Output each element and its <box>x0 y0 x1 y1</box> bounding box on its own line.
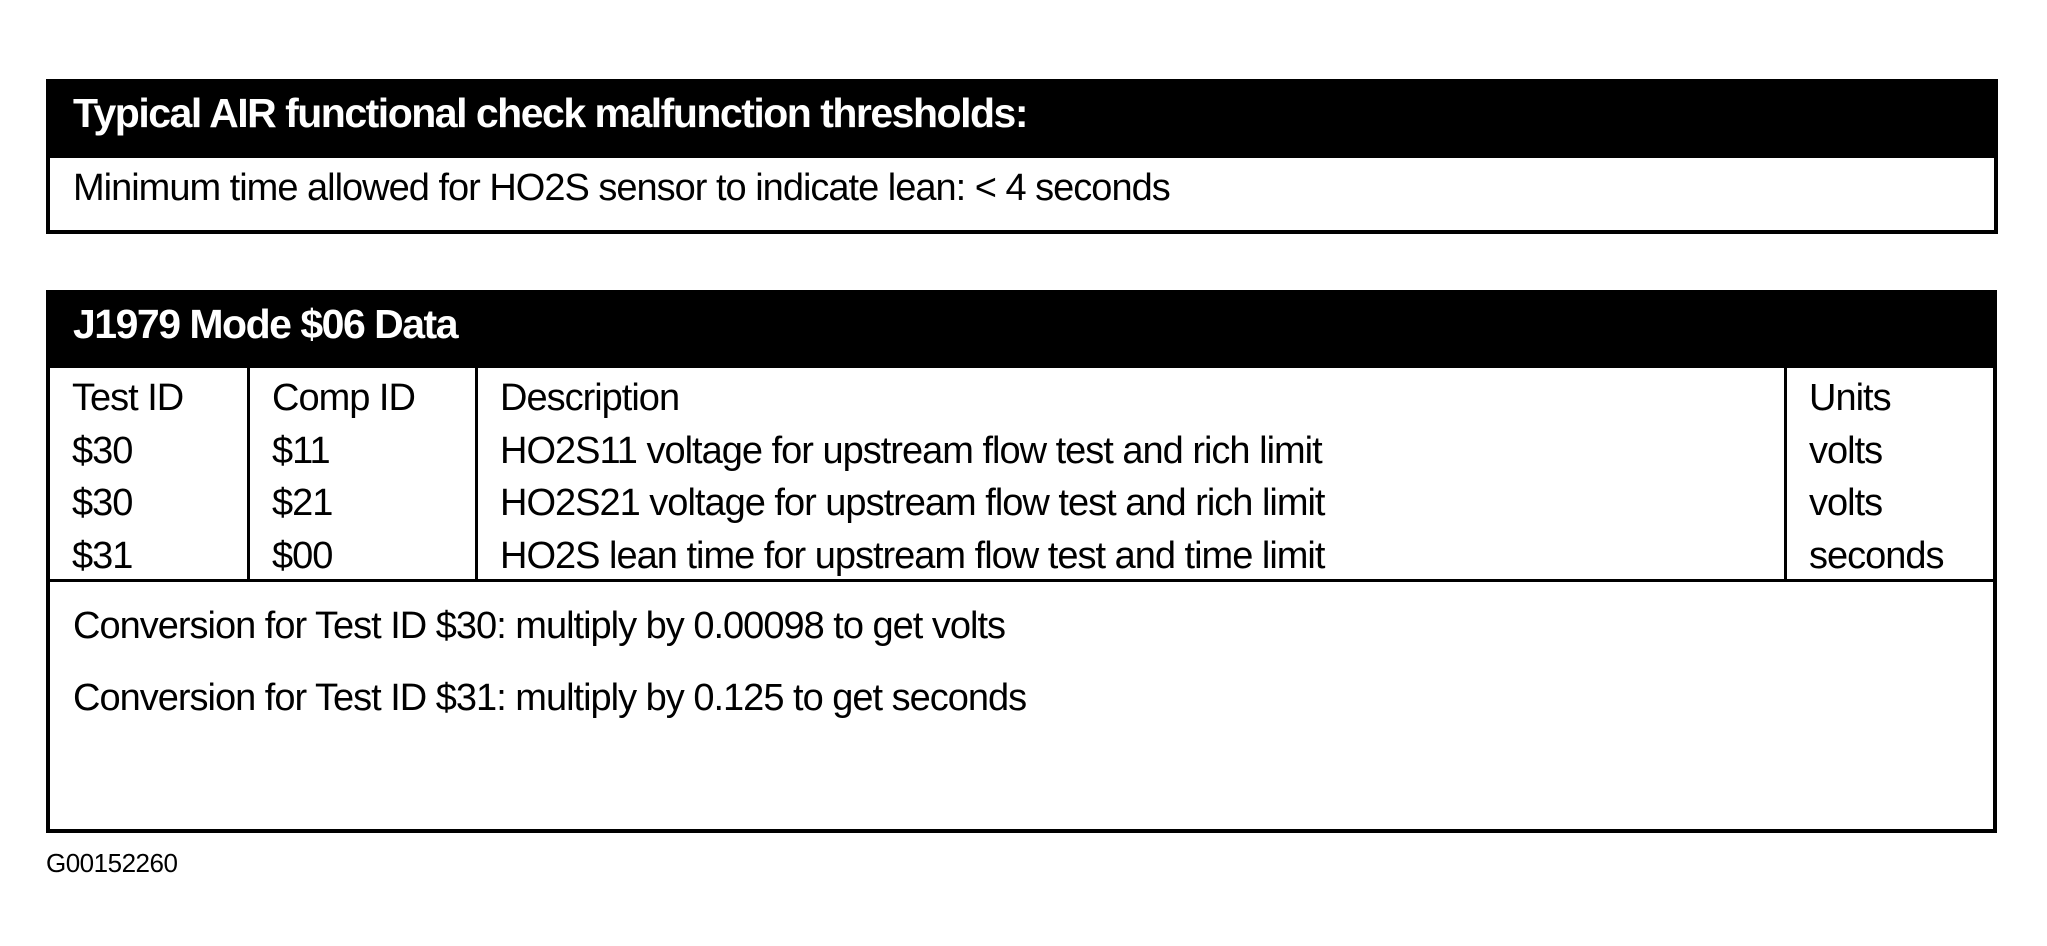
cell-description: HO2S21 voltage for upstream flow test an… <box>475 473 1784 527</box>
column-header-units: Units <box>1784 368 1993 421</box>
thresholds-title: Typical AIR functional check malfunction… <box>73 90 1028 136</box>
threshold-value-row: Minimum time allowed for HO2S sensor to … <box>50 158 1994 211</box>
mode06-table: J1979 Mode $06 Data Test ID Comp ID Desc… <box>46 290 1997 833</box>
mode06-grid: Test ID Comp ID Description Units $30 $1… <box>50 368 1993 730</box>
cell-comp-id: $21 <box>247 473 475 527</box>
cell-units: volts <box>1784 473 1993 527</box>
mode06-header-bar: J1979 Mode $06 Data <box>50 294 1993 368</box>
column-header-test-id: Test ID <box>72 377 184 419</box>
cell-comp-id: $11 <box>247 420 475 474</box>
column-header-comp-id: Comp ID <box>247 368 475 421</box>
thresholds-table: Typical AIR functional check malfunction… <box>46 79 1998 234</box>
thresholds-header-bar: Typical AIR functional check malfunction… <box>50 83 1994 158</box>
conversion-note-31: Conversion for Test ID $31: multiply by … <box>73 676 1027 719</box>
cell-description: HO2S11 voltage for upstream flow test an… <box>475 420 1784 474</box>
cell-description: HO2S lean time for upstream flow test an… <box>475 526 1784 579</box>
threshold-text: Minimum time allowed for HO2S sensor to … <box>73 167 1171 209</box>
cell-units: seconds <box>1784 526 1993 579</box>
conversion-note-30: Conversion for Test ID $30: multiply by … <box>73 604 1006 647</box>
column-header-description: Description <box>475 368 1784 421</box>
figure-code: G00152260 <box>46 848 178 878</box>
conversion-notes: Conversion for Test ID $30: multiply by … <box>50 578 1993 730</box>
cell-units: volts <box>1784 420 1993 474</box>
cell-test-id: $30 <box>72 482 133 525</box>
cell-comp-id: $00 <box>247 526 475 579</box>
cell-test-id: $30 <box>72 429 133 472</box>
mode06-title: J1979 Mode $06 Data <box>73 301 459 347</box>
cell-test-id: $31 <box>72 535 133 578</box>
